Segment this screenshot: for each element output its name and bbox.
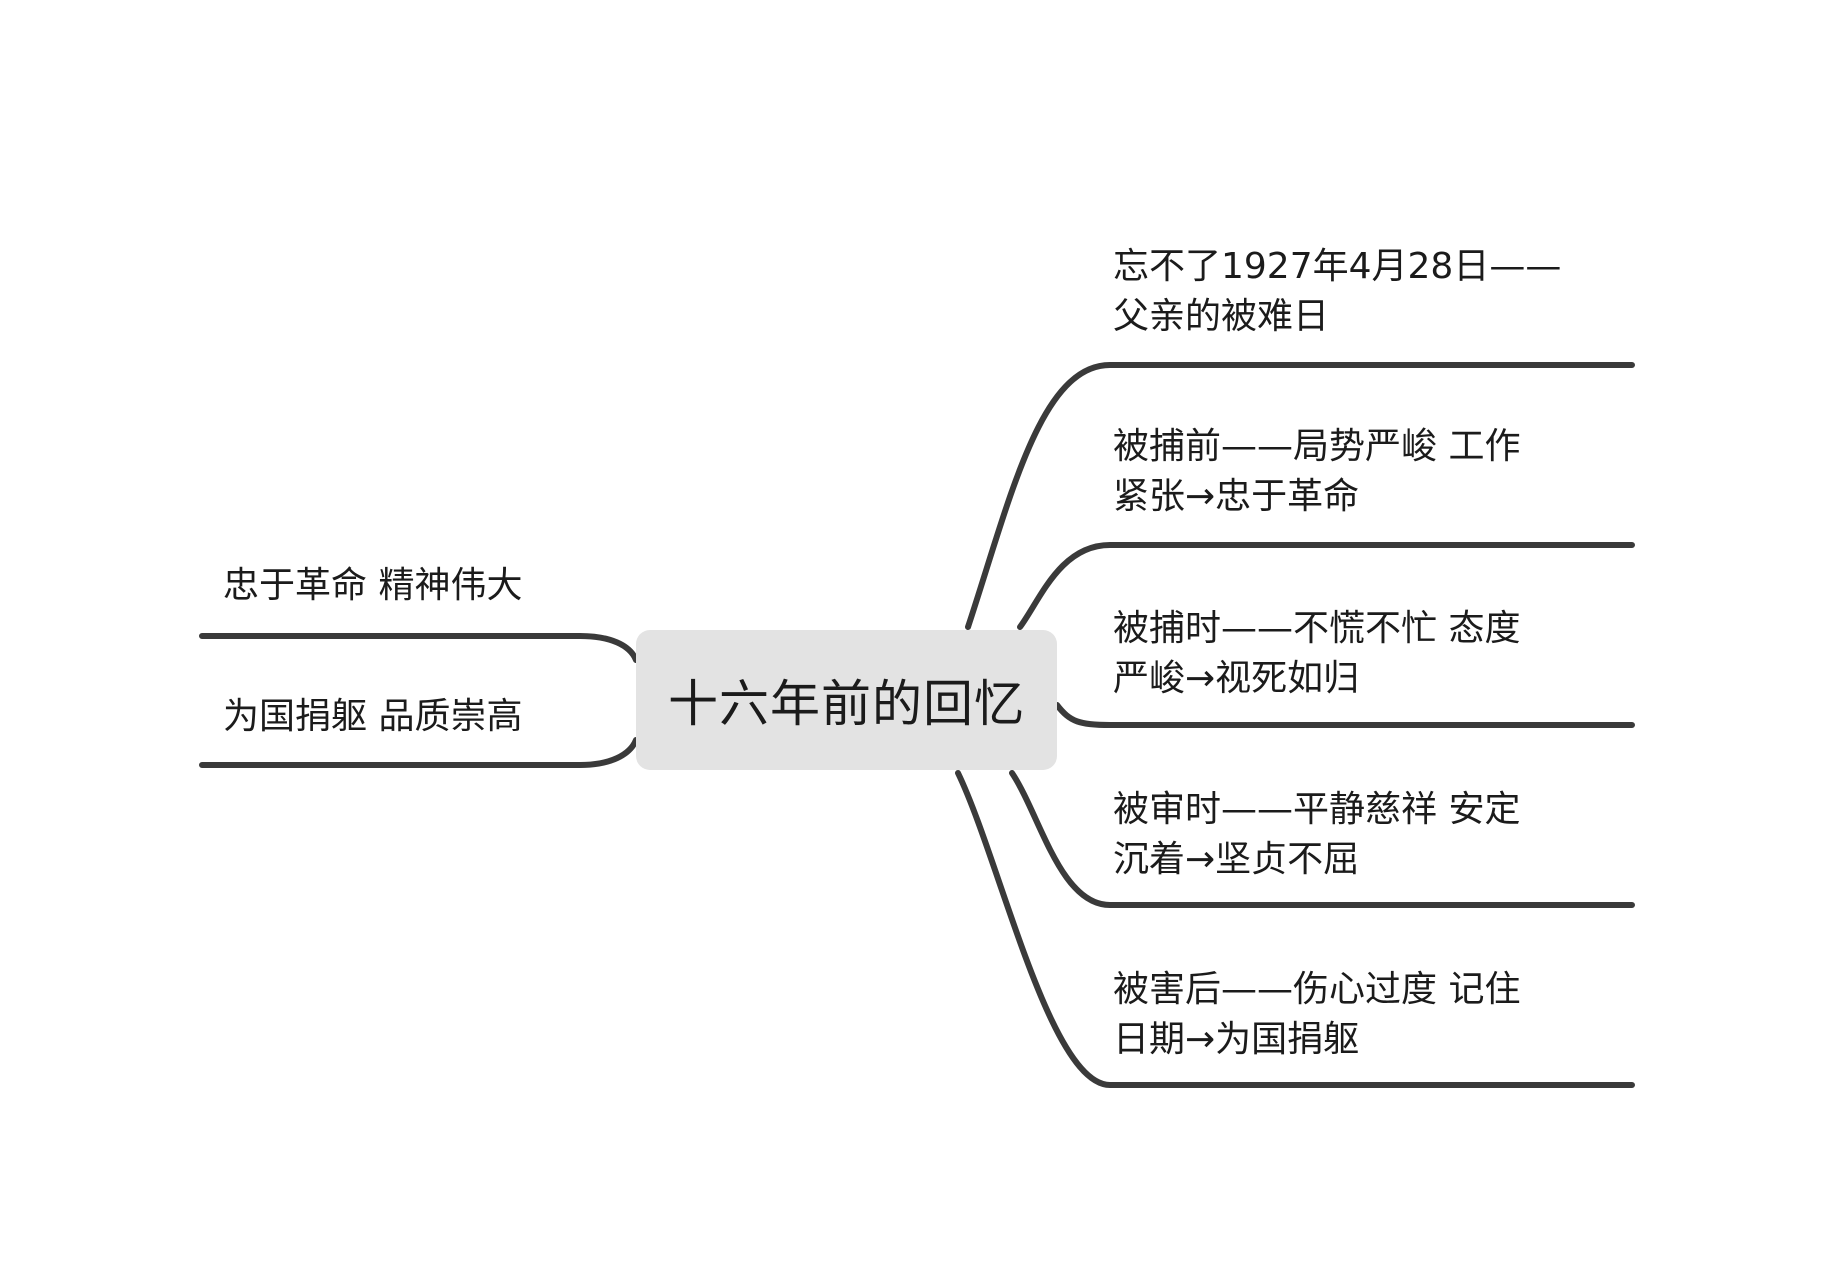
right-branch-3-label: 被捕时——不慌不忙 态度 严峻→视死如归 bbox=[1113, 604, 1520, 704]
right-branch-1-line-2: 父亲的被难日 bbox=[1113, 296, 1330, 337]
connector-right-3 bbox=[1054, 702, 1635, 728]
right-branch-4-label: 被审时——平静慈祥 安定 沉着→坚贞不屈 bbox=[1113, 785, 1520, 885]
right-branch-5-line-1: 被害后——伤心过度 记住 bbox=[1113, 969, 1521, 1010]
left-branch-1-label: 忠于革命 精神伟大 bbox=[223, 565, 523, 606]
right-branch-2-line-1: 被捕前——局势严峻 工作 bbox=[1113, 426, 1521, 467]
central-topic: 十六年前的回忆 bbox=[636, 630, 1057, 770]
right-branch-4-line-1: 被审时——平静慈祥 安定 bbox=[1113, 789, 1521, 830]
central-topic-label: 十六年前的回忆 bbox=[668, 675, 1025, 733]
right-branch-3-line-1: 被捕时——不慌不忙 态度 bbox=[1113, 608, 1521, 649]
connector-right-1 bbox=[965, 362, 1635, 630]
left-branch-2-label: 为国捐躯 品质崇高 bbox=[223, 696, 523, 737]
connector-right-5 bbox=[955, 770, 1635, 1088]
right-branch-1-label: 忘不了1927年4月28日—— 父亲的被难日 bbox=[1113, 242, 1561, 342]
right-branch-3-line-2: 严峻→视死如归 bbox=[1113, 658, 1360, 699]
connector-right-4 bbox=[1009, 770, 1635, 908]
connector-left-1 bbox=[199, 633, 639, 663]
connector-left-2 bbox=[199, 737, 639, 768]
right-branch-4-line-2: 沉着→坚贞不屈 bbox=[1113, 839, 1360, 880]
right-branch-5-label: 被害后——伤心过度 记住 日期→为国捐躯 bbox=[1113, 965, 1520, 1065]
right-branch-2-line-2: 紧张→忠于革命 bbox=[1113, 476, 1360, 517]
right-branch-2-label: 被捕前——局势严峻 工作 紧张→忠于革命 bbox=[1113, 422, 1520, 522]
right-branch-1-line-1: 忘不了1927年4月28日—— bbox=[1113, 246, 1562, 287]
connector-right-2 bbox=[1017, 542, 1635, 630]
right-branch-5-line-2: 日期→为国捐躯 bbox=[1113, 1019, 1360, 1060]
